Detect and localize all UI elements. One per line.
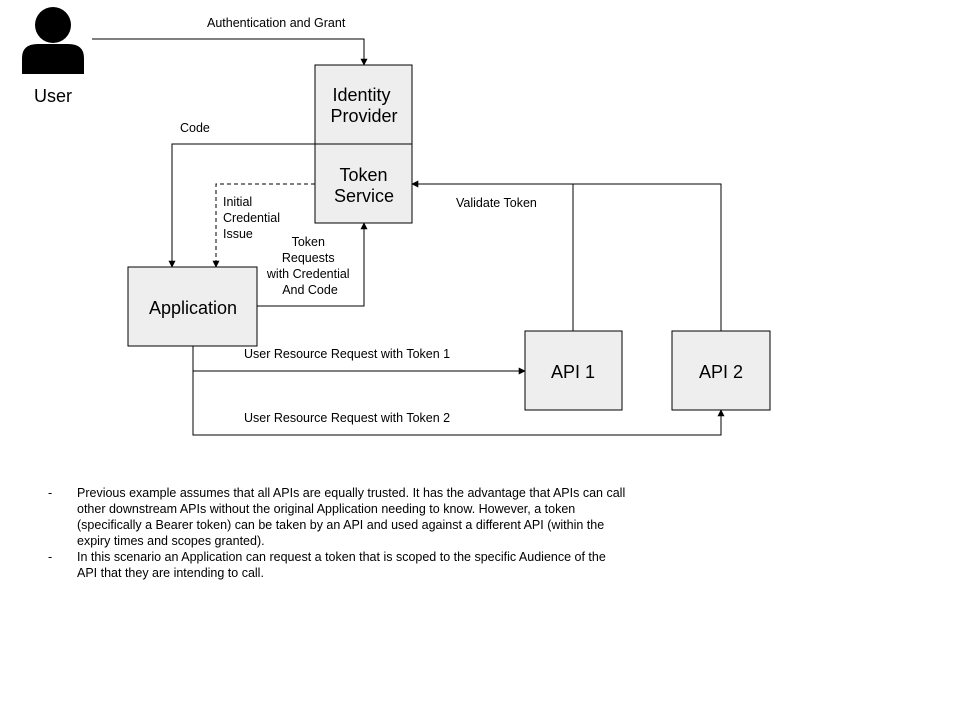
initial-credential-line-3: Issue <box>223 227 253 241</box>
token-service-box <box>314 143 413 224</box>
application-box <box>127 266 258 347</box>
initial-credential-label: Initial Credential Issue <box>223 195 283 241</box>
request-token2-arrow <box>192 371 725 436</box>
note-bullet: - <box>48 486 53 500</box>
api1-box <box>524 330 623 411</box>
token-requests-label: Token Requests with Credential And Code <box>266 235 353 297</box>
note-item: - Previous example assumes that all APIs… <box>46 485 626 549</box>
initial-credential-line-2: Credential <box>223 211 280 225</box>
note-bullet: - <box>48 550 53 564</box>
identity-provider-label-line-1: Identity <box>332 85 390 105</box>
validate-token-label: Validate Token <box>456 196 537 210</box>
token-requests-line-1: Token <box>292 235 325 249</box>
note-text: In this scenario an Application can requ… <box>77 550 606 580</box>
auth-grant-label: Authentication and Grant <box>207 16 346 30</box>
token-request-arrow <box>257 222 368 307</box>
request-token1-label: User Resource Request with Token 1 <box>244 347 450 361</box>
application-label: Application <box>149 298 237 318</box>
token-service-label-line-1: Token <box>339 165 387 185</box>
auth-grant-arrow <box>92 38 368 66</box>
token-requests-line-4: And Code <box>282 283 338 297</box>
token-requests-line-2: Requests <box>282 251 335 265</box>
validate-token-arrow <box>411 180 574 331</box>
note-text: Previous example assumes that all APIs a… <box>77 486 626 548</box>
code-label: Code <box>180 121 210 135</box>
token-requests-line-3: with Credential <box>266 267 350 281</box>
validate-token-api2-line <box>573 183 722 331</box>
identity-provider-label-line-2: Provider <box>330 106 397 126</box>
identity-provider-box <box>314 64 413 145</box>
token-service-label-line-2: Service <box>334 186 394 206</box>
api2-label: API 2 <box>699 362 743 382</box>
api1-label: API 1 <box>551 362 595 382</box>
api2-box <box>671 330 771 411</box>
user-person-icon <box>22 7 84 74</box>
code-arrow <box>168 143 315 268</box>
token-service-label: Token Service <box>334 165 394 206</box>
note-item: - In this scenario an Application can re… <box>46 549 626 581</box>
initial-credential-line-1: Initial <box>223 195 252 209</box>
identity-provider-label: Identity Provider <box>330 85 397 126</box>
notes-list: - Previous example assumes that all APIs… <box>46 485 626 581</box>
request-token2-label: User Resource Request with Token 2 <box>244 411 450 425</box>
user-label: User <box>34 86 72 106</box>
initial-credential-arrow <box>212 183 315 268</box>
